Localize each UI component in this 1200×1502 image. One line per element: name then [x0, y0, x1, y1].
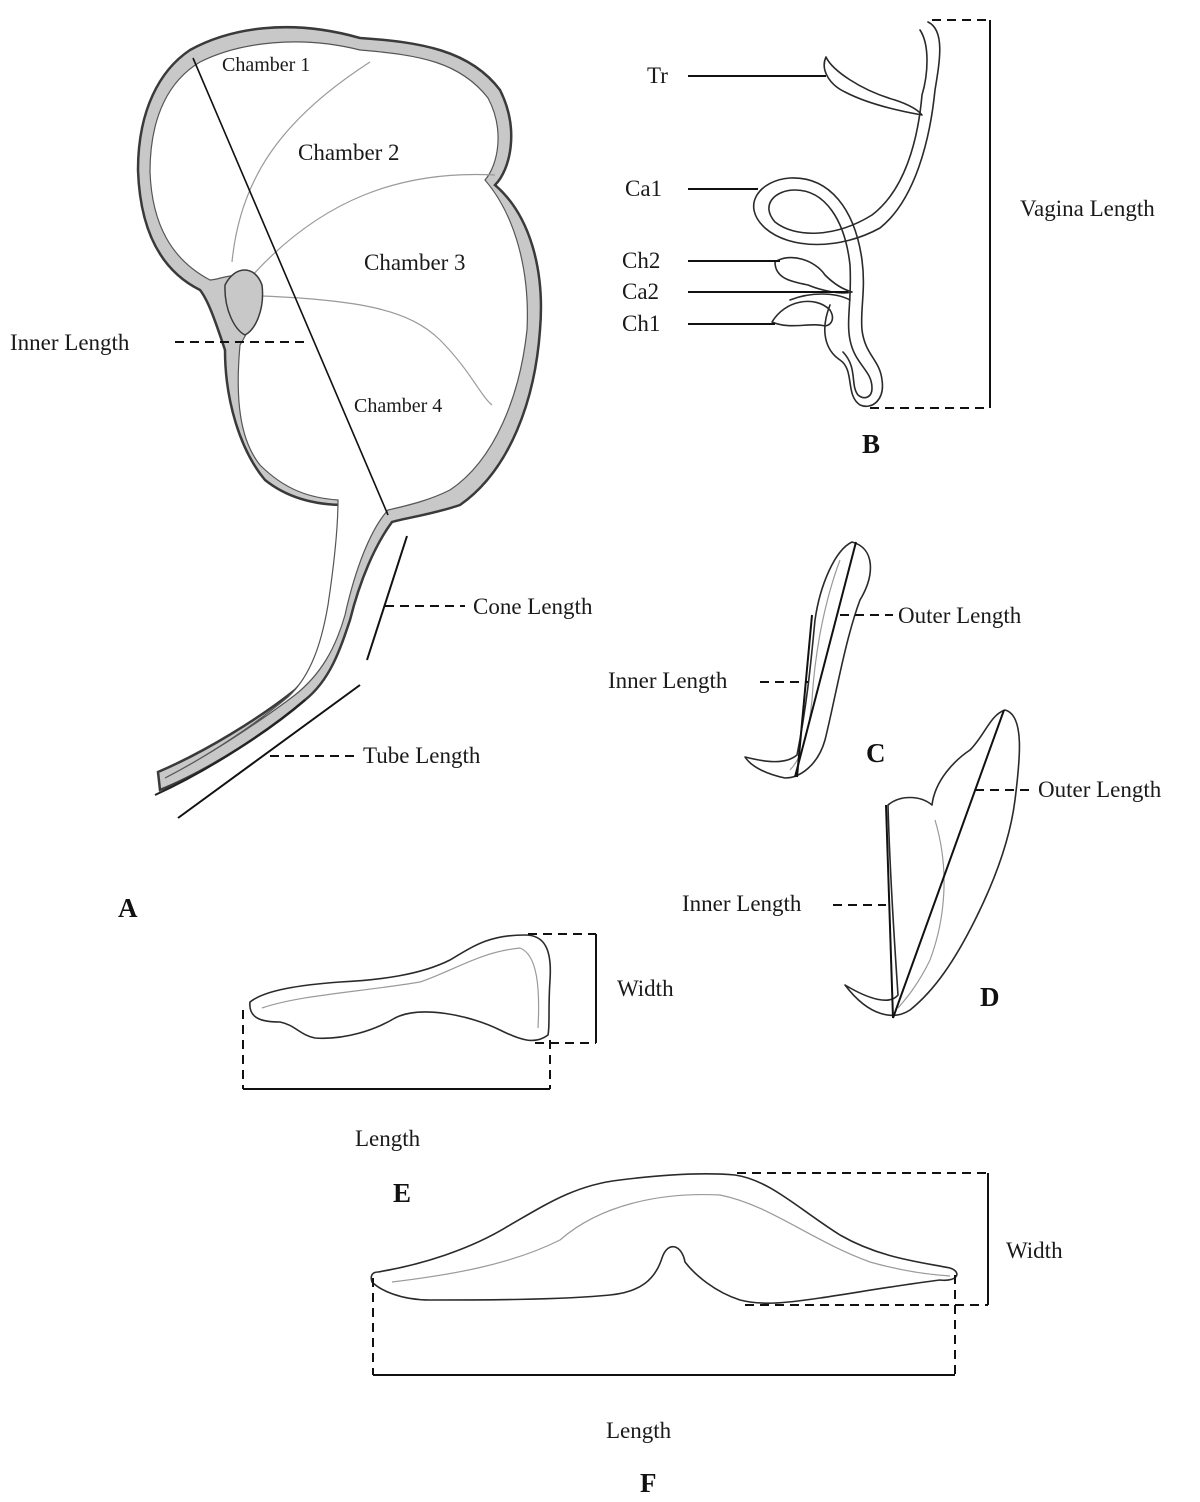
panel-f: Width Length F: [371, 1173, 1063, 1498]
cone-length-label: Cone Length: [473, 594, 593, 619]
tr-structure: [824, 57, 922, 115]
panel-d: Outer Length Inner Length D: [682, 710, 1162, 1018]
outer-length-label-d: Outer Length: [1038, 777, 1162, 802]
tr-label: Tr: [647, 63, 668, 88]
panel-c-letter: C: [866, 738, 886, 768]
panel-e: Width Length E: [243, 934, 674, 1208]
sclerite-c-inner: [790, 560, 840, 770]
length-label-f: Length: [606, 1418, 672, 1443]
ca1-label: Ca1: [625, 176, 662, 201]
panel-a: Chamber 1 Chamber 2 Chamber 3 Chamber 4 …: [10, 27, 593, 923]
chamber-3-label: Chamber 3: [364, 250, 466, 275]
ch2-structure: [775, 258, 852, 293]
ch1-structure: [772, 301, 832, 326]
panel-f-letter: F: [640, 1468, 657, 1498]
inner-length-line-c: [797, 615, 812, 777]
outer-length-line-d: [893, 710, 1004, 1018]
ch1-label: Ch1: [622, 311, 660, 336]
sclerite-d-inner: [898, 820, 944, 1008]
ca2-structure: [790, 294, 850, 300]
width-label-e: Width: [617, 976, 674, 1001]
panel-c: Outer Length Inner Length C: [608, 542, 1022, 778]
inner-length-label-a: Inner Length: [10, 330, 130, 355]
panel-a-letter: A: [118, 893, 138, 923]
sclerite-f-outline: [371, 1174, 957, 1303]
inner-length-label-d: Inner Length: [682, 891, 802, 916]
vagina-length-label: Vagina Length: [1020, 196, 1155, 221]
panel-b: Tr Ca1 Ch2 Ca2 Ch1 Vagina Length B: [622, 20, 1155, 459]
chamber-2-label: Chamber 2: [298, 140, 400, 165]
inner-length-label-c: Inner Length: [608, 668, 728, 693]
length-label-e: Length: [355, 1126, 421, 1151]
ca2-label: Ca2: [622, 279, 659, 304]
chamber-1-label: Chamber 1: [222, 54, 310, 76]
panel-d-letter: D: [980, 982, 1000, 1012]
width-label-f: Width: [1006, 1238, 1063, 1263]
panel-e-letter: E: [393, 1178, 411, 1208]
outer-length-label-c: Outer Length: [898, 603, 1022, 628]
panel-b-letter: B: [862, 429, 880, 459]
sclerite-f-inner: [392, 1195, 950, 1282]
ch2-label: Ch2: [622, 248, 660, 273]
tube-length-label: Tube Length: [363, 743, 481, 768]
vagina-tube: [754, 22, 940, 406]
chamber-4-label: Chamber 4: [354, 395, 442, 417]
